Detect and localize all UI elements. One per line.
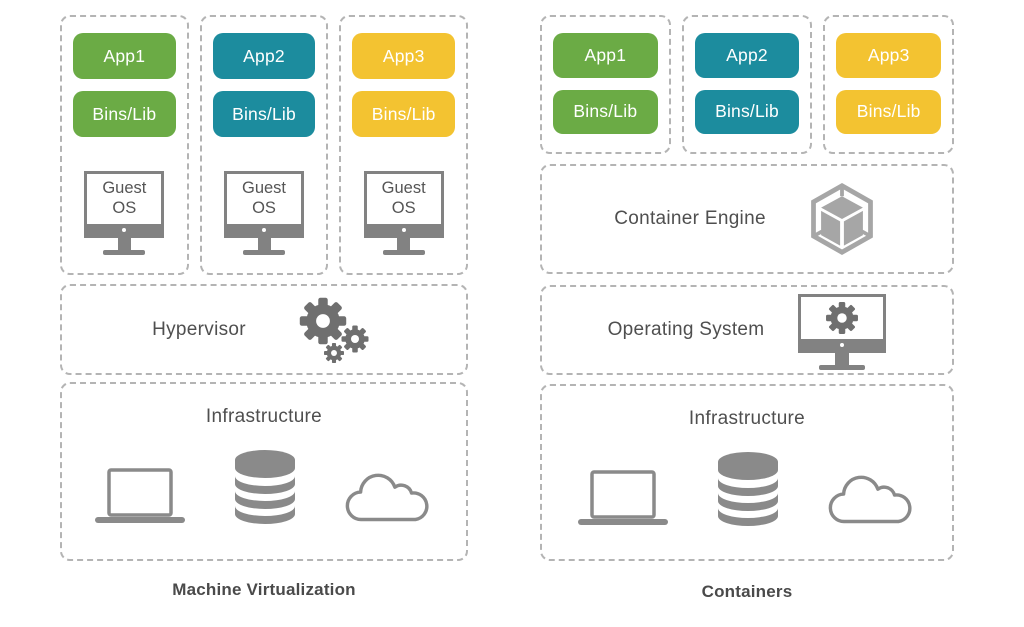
cloud-icon <box>828 475 912 524</box>
app-pill: App3 <box>352 33 456 79</box>
hypervisor-layer: Hypervisor <box>60 284 468 375</box>
infrastructure-layer: Infrastructure <box>60 382 468 561</box>
guest-os-label: Guest OS <box>381 179 426 217</box>
operating-system-layer: Operating System <box>540 285 954 375</box>
container-engine-layer: Container Engine <box>540 164 954 274</box>
guest-os-monitor-icon: Guest OS <box>363 171 444 255</box>
container-stack-1: App1 Bins/Lib <box>540 15 671 154</box>
app-pill: App2 <box>212 33 316 79</box>
container-cube-icon <box>810 183 873 255</box>
left-caption: Machine Virtualization <box>172 580 356 599</box>
container-stacks: App1 Bins/Lib App2 Bins/Lib App3 Bins/Li… <box>540 15 955 154</box>
app-pill: App1 <box>553 33 658 78</box>
cloud-icon <box>345 473 429 522</box>
app-pill: App2 <box>694 33 800 78</box>
gears-icon <box>299 297 369 363</box>
operating-system-label: Operating System <box>607 319 765 340</box>
bins-lib-pill: Bins/Lib <box>836 89 942 134</box>
bins-lib-pill: Bins/Lib <box>212 91 316 137</box>
infrastructure-label: Infrastructure <box>688 408 806 429</box>
vm-stack-3: App3 Bins/Lib Guest OS <box>339 15 469 275</box>
monitor-gear-icon <box>798 294 887 370</box>
container-engine-label: Container Engine <box>614 208 766 229</box>
guest-os-label: Guest OS <box>102 179 147 217</box>
database-icon <box>718 452 778 526</box>
container-stack-3: App3 Bins/Lib <box>823 15 955 154</box>
guest-os-monitor-icon: Guest OS <box>84 171 165 255</box>
laptop-icon <box>95 468 185 523</box>
bins-lib-pill: Bins/Lib <box>352 91 456 137</box>
app-pill: App1 <box>73 33 176 79</box>
hypervisor-label: Hypervisor <box>152 318 246 340</box>
infrastructure-layer: Infrastructure <box>540 384 954 561</box>
vm-stack-2: App2 Bins/Lib Guest OS <box>199 15 329 275</box>
bins-lib-pill: Bins/Lib <box>553 89 658 134</box>
vm-stacks: App1 Bins/Lib Guest OS App2 Bins/Lib Gue… <box>60 15 469 275</box>
right-caption: Containers <box>701 582 793 601</box>
app-pill: App3 <box>836 33 942 78</box>
guest-os-monitor-icon: Guest OS <box>224 171 304 255</box>
vm-stack-1: App1 Bins/Lib Guest OS <box>60 15 189 275</box>
guest-os-label: Guest OS <box>241 179 287 217</box>
infrastructure-label: Infrastructure <box>205 406 323 427</box>
container-stack-2: App2 Bins/Lib <box>681 15 813 154</box>
bins-lib-pill: Bins/Lib <box>73 91 176 137</box>
database-icon <box>235 450 295 524</box>
gear-icon <box>826 302 859 334</box>
bins-lib-pill: Bins/Lib <box>694 89 800 134</box>
laptop-icon <box>578 470 668 525</box>
